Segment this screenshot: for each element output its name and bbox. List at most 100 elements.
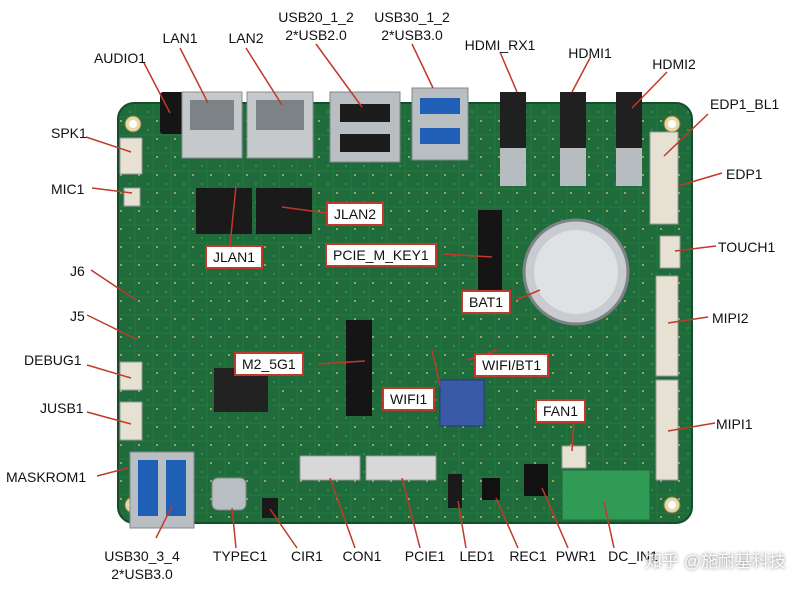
leader-line	[457, 500, 467, 549]
label-audio1: AUDIO1	[93, 50, 147, 66]
leader-line	[269, 508, 298, 549]
leader-line	[603, 501, 615, 549]
power-button	[524, 464, 548, 496]
label-mipi1: MIPI1	[716, 416, 753, 432]
mipi2-connector	[655, 275, 679, 377]
leader-line	[495, 497, 519, 549]
label-mic1: MIC1	[51, 181, 85, 197]
leader-line	[329, 477, 356, 549]
leader-line	[86, 314, 139, 341]
box-label-jlan1: JLAN1	[205, 245, 264, 269]
leader-line	[91, 187, 133, 194]
rec-button	[482, 478, 500, 500]
leader-line	[317, 360, 366, 365]
label-j5: J5	[70, 308, 85, 324]
leader-line	[663, 113, 709, 157]
leader-line	[667, 316, 709, 324]
label-dc-in1: DC_IN1	[608, 548, 658, 564]
label-usb30-sub: 2*USB3.0	[381, 27, 443, 43]
label-j6: J6	[70, 263, 85, 279]
debug1-connector	[119, 361, 143, 391]
label-usb20-sub: 2*USB2.0	[285, 27, 347, 43]
touch1-connector	[659, 235, 681, 269]
label-pcie1: PCIE1	[404, 548, 446, 564]
leader-line	[674, 245, 717, 252]
box-label-bat1: BAT1	[461, 290, 511, 314]
label-lan2: LAN2	[228, 30, 264, 46]
leader-line	[667, 422, 716, 432]
leader-line	[631, 71, 668, 109]
leader-line	[96, 467, 129, 477]
box-label-wifi-bt1: WIFI/BT1	[474, 353, 550, 377]
label-jusb1: JUSB1	[40, 400, 84, 416]
leader-line	[571, 57, 591, 93]
label-led1: LED1	[459, 548, 495, 564]
label-debug1: DEBUG1	[24, 352, 82, 368]
label-cir1: CIR1	[291, 548, 323, 564]
box-label-pcie-m-key1: PCIE_M_KEY1	[325, 243, 437, 267]
wifi-module	[439, 379, 485, 427]
label-touch1: TOUCH1	[718, 239, 776, 255]
leader-line	[179, 47, 209, 104]
leader-line	[85, 136, 132, 153]
leader-line	[515, 289, 541, 301]
leader-line	[442, 253, 493, 258]
label-hdmi2: HDMI2	[652, 56, 696, 72]
leader-line	[86, 364, 132, 379]
watermark: 知乎 @施耐基科技	[645, 552, 786, 571]
lan-chip	[196, 188, 252, 234]
leader-line	[245, 47, 283, 106]
ir-receiver	[262, 498, 278, 518]
label-mipi2: MIPI2	[712, 310, 749, 326]
leader-line	[411, 43, 434, 89]
leader-line	[571, 419, 575, 452]
label-usb30-title: USB30_1_2	[374, 9, 450, 25]
label-pwr1: PWR1	[555, 548, 597, 564]
leader-line	[231, 507, 237, 549]
mounting-hole	[668, 501, 676, 509]
leader-line	[281, 206, 327, 214]
leader-line	[315, 43, 363, 108]
leader-line	[431, 349, 441, 387]
label-usb20-title: USB20_1_2	[278, 9, 354, 25]
label-usb30-34-title: USB30_3_4	[104, 548, 180, 564]
label-usb30-34-sub: 2*USB3.0	[111, 566, 173, 582]
label-edp1-bl1: EDP1_BL1	[710, 96, 780, 112]
leader-line	[229, 185, 237, 246]
pcie1-connector	[365, 455, 437, 481]
lan-chip	[256, 188, 312, 234]
leader-line	[143, 62, 171, 114]
label-maskrom1: MASKROM1	[6, 469, 87, 485]
con1-connector	[299, 455, 361, 481]
box-label-m2-5g1: M2_5G1	[234, 352, 304, 376]
box-label-jlan2: JLAN2	[326, 202, 385, 226]
label-hdmi1: HDMI1	[568, 45, 612, 61]
leader-line	[541, 487, 569, 549]
mounting-hole	[668, 120, 676, 128]
label-typec1: TYPEC1	[212, 548, 268, 564]
pcie-m-key-slot	[478, 210, 502, 290]
leader-line	[677, 172, 723, 187]
leader-line	[499, 51, 518, 93]
label-edp1: EDP1	[726, 166, 763, 182]
label-lan1: LAN1	[162, 30, 198, 46]
label-con1: CON1	[342, 548, 382, 564]
spk1-connector	[119, 137, 143, 175]
audio-jack	[160, 92, 184, 134]
mounting-hole	[129, 120, 137, 128]
m2-slot	[346, 320, 372, 416]
typec-port	[211, 477, 247, 511]
led1-component	[448, 474, 462, 508]
fan1-connector	[561, 445, 587, 469]
leader-line	[86, 411, 132, 425]
leader-line	[90, 269, 137, 301]
label-hdmi-rx1: HDMI_RX1	[464, 37, 536, 53]
leader-line	[155, 505, 173, 539]
label-spk1: SPK1	[51, 125, 87, 141]
label-rec1: REC1	[509, 548, 547, 564]
box-label-fan1: FAN1	[535, 399, 587, 423]
box-label-wifi1: WIFI1	[382, 387, 436, 411]
mic1-connector	[123, 187, 141, 207]
